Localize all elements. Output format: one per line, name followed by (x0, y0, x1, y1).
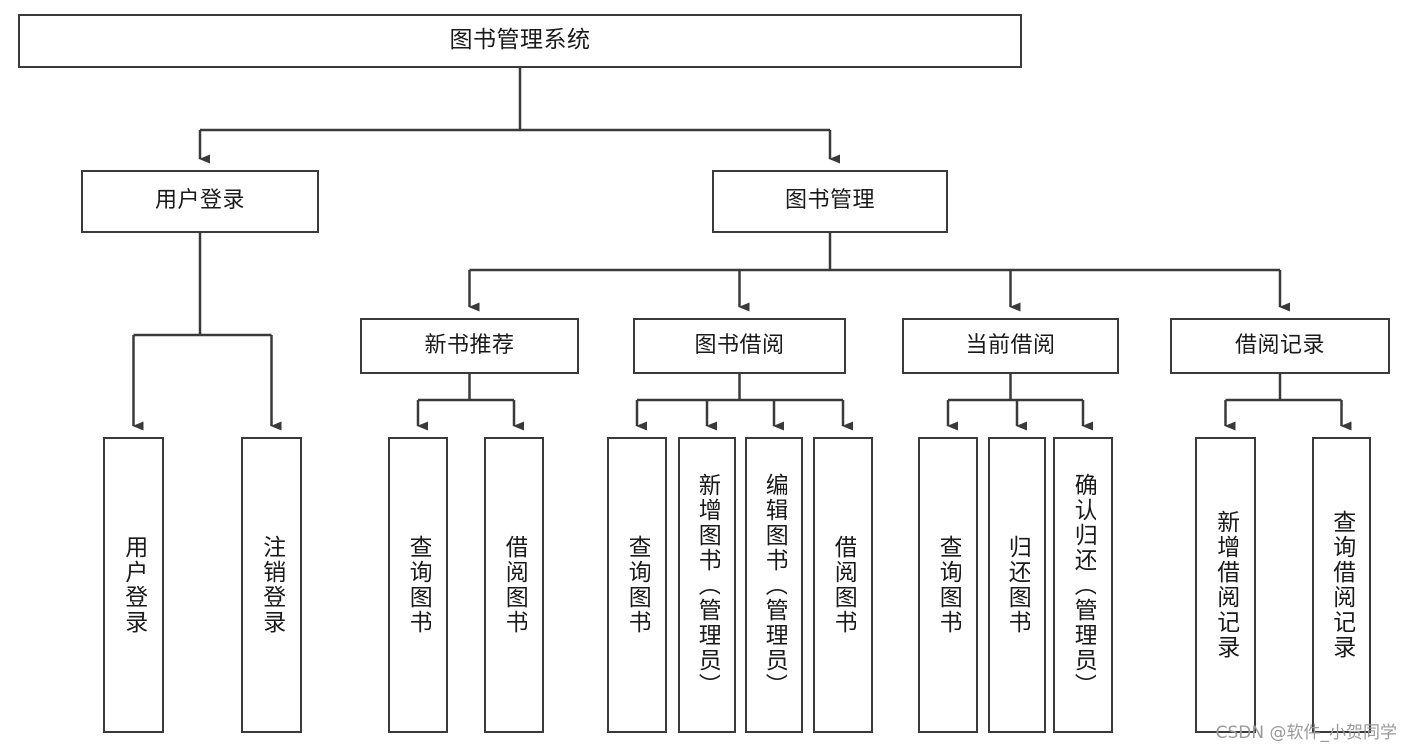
node-label: 借阅图书 (830, 535, 857, 635)
node-label: 查询图书 (405, 535, 432, 635)
node-label: 注销登录 (258, 535, 285, 635)
node-l4-a1[interactable]: 用户登录 (103, 437, 164, 733)
node-label: 用户登录 (120, 535, 147, 635)
node-label: 借阅图书 (501, 535, 528, 635)
node-label: 新书推荐 (424, 332, 515, 358)
node-l4-c2[interactable]: 新增图书（管理员） (678, 437, 736, 733)
node-l4-c1[interactable]: 查询图书 (607, 437, 667, 733)
node-l4-b1[interactable]: 查询图书 (388, 437, 448, 733)
node-l4-d3[interactable]: 确认归还（管理员） (1053, 437, 1113, 733)
node-l2-bookmgr[interactable]: 图书管理 (712, 170, 948, 233)
node-label: 新增图书（管理员） (694, 472, 721, 698)
node-label: 查询图书 (624, 535, 651, 635)
node-label: 当前借阅 (965, 332, 1056, 358)
node-label: 归还图书 (1004, 535, 1031, 635)
node-root[interactable]: 图书管理系统 (18, 14, 1022, 68)
node-l3-record[interactable]: 借阅记录 (1170, 318, 1390, 374)
node-l3-newbook[interactable]: 新书推荐 (360, 318, 579, 374)
node-l4-b2[interactable]: 借阅图书 (484, 437, 544, 733)
node-label: 编辑图书（管理员） (761, 472, 788, 698)
node-l2-login[interactable]: 用户登录 (81, 170, 319, 233)
node-label: 查询借阅记录 (1328, 510, 1355, 660)
node-label: 图书管理系统 (449, 27, 591, 54)
watermark-label: CSDN @软件_小贺同学 (1215, 723, 1397, 743)
node-label: 图书借阅 (694, 332, 785, 358)
node-l4-a2[interactable]: 注销登录 (241, 437, 302, 733)
node-label: 借阅记录 (1234, 332, 1325, 358)
node-l4-c3[interactable]: 编辑图书（管理员） (745, 437, 803, 733)
node-label: 新增借阅记录 (1212, 510, 1239, 660)
node-l4-d2[interactable]: 归还图书 (988, 437, 1046, 733)
node-l4-d1[interactable]: 查询图书 (918, 437, 978, 733)
node-label: 图书管理 (784, 188, 875, 214)
node-label: 查询图书 (935, 535, 962, 635)
node-l4-e2[interactable]: 查询借阅记录 (1312, 437, 1371, 733)
node-l4-c4[interactable]: 借阅图书 (813, 437, 873, 733)
node-l3-current[interactable]: 当前借阅 (902, 318, 1119, 374)
node-label: 确认归还（管理员） (1070, 472, 1097, 698)
node-l3-borrow[interactable]: 图书借阅 (633, 318, 846, 374)
node-l4-e1[interactable]: 新增借阅记录 (1195, 437, 1256, 733)
node-label: 用户登录 (154, 188, 245, 214)
